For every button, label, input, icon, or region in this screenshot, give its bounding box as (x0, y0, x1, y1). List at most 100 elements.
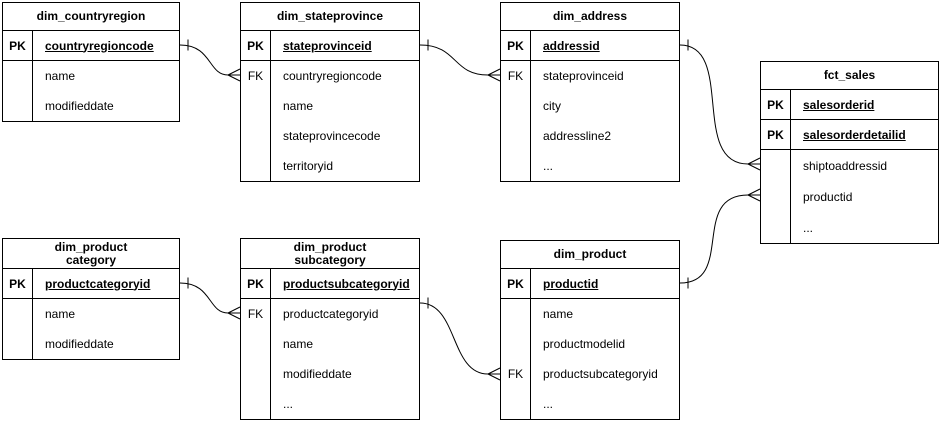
key-label (241, 91, 271, 121)
field-name: productsubcategoryid (283, 276, 410, 291)
entity-row[interactable]: FK productsubcategoryid (501, 359, 679, 389)
entity-table-dim-address[interactable]: dim_address PK addressid FK stateprovinc… (500, 2, 680, 182)
field-name: name (45, 307, 76, 321)
key-label: PK (761, 90, 791, 119)
entity-title: dim_address (501, 3, 679, 31)
entity-row[interactable]: PK productid (501, 269, 679, 299)
relationship-countryregion-stateprovince[interactable] (179, 39, 241, 82)
field-name: stateprovincecode (283, 129, 381, 143)
entity-table-dim-countryregion[interactable]: dim_countryregion PK countryregioncode n… (2, 2, 180, 122)
field-name: productmodelid (543, 337, 626, 351)
cardinality-crows-foot (487, 68, 501, 82)
relationship-line[interactable] (179, 282, 229, 314)
entity-row[interactable]: productmodelid (501, 329, 679, 359)
key-label (3, 299, 33, 329)
relationship-product-fctsales[interactable] (679, 188, 761, 289)
key-label (241, 151, 271, 181)
entity-row[interactable]: modifieddate (241, 359, 419, 389)
relationship-line[interactable] (679, 194, 749, 284)
key-label: PK (241, 31, 271, 60)
field-name: name (45, 69, 76, 83)
entity-row[interactable]: PK countryregioncode (3, 31, 179, 61)
key-label: FK (501, 61, 531, 91)
field-name: salesorderdetailid (803, 127, 906, 142)
entity-table-dim-product[interactable]: dim_product PK productid name productmod… (500, 240, 680, 420)
key-label: PK (501, 31, 531, 60)
relationship-line[interactable] (179, 44, 229, 76)
key-label: FK (501, 359, 531, 389)
field-name: countryregioncode (283, 69, 382, 83)
key-label (501, 121, 531, 151)
entity-table-fct-sales[interactable]: fct_sales PK salesorderid PK salesorderd… (760, 61, 939, 244)
relationship-stateprovince-address[interactable] (419, 39, 501, 82)
entity-row[interactable]: PK addressid (501, 31, 679, 61)
key-label (501, 329, 531, 359)
cardinality-crows-foot (747, 188, 761, 202)
entity-row[interactable]: name (501, 299, 679, 329)
entity-row[interactable]: PK stateprovinceid (241, 31, 419, 61)
key-label (501, 299, 531, 329)
field-name: productid (543, 276, 599, 291)
field-name: shiptoaddressid (803, 158, 888, 173)
entity-row[interactable]: PK salesorderdetailid (761, 120, 938, 150)
entity-row[interactable]: ... (501, 389, 679, 419)
field-name: productid (803, 189, 853, 204)
entity-table-dim-product-category[interactable]: dim_product category PK productcategoryi… (2, 238, 180, 360)
relationship-line[interactable] (679, 44, 749, 165)
field-name: modifieddate (45, 337, 114, 351)
entity-row[interactable]: addressline2 (501, 121, 679, 151)
key-label (761, 181, 791, 212)
entity-table-dim-product-subcategory[interactable]: dim_product subcategory PK productsubcat… (240, 238, 420, 420)
entity-row[interactable]: name (3, 299, 179, 329)
relationship-address-fctsales[interactable] (679, 39, 761, 171)
entity-row[interactable]: FK stateprovinceid (501, 61, 679, 91)
entity-row[interactable]: modifieddate (3, 91, 179, 121)
entity-row[interactable]: PK productsubcategoryid (241, 269, 419, 299)
key-label (501, 151, 531, 181)
entity-row[interactable]: PK productcategoryid (3, 269, 179, 299)
field-name: name (283, 99, 314, 113)
entity-row[interactable]: name (241, 91, 419, 121)
entity-row[interactable]: ... (241, 389, 419, 419)
key-label: PK (3, 269, 33, 298)
field-name: ... (803, 220, 814, 235)
entity-row[interactable]: modifieddate (3, 329, 179, 359)
entity-row[interactable]: ... (761, 212, 938, 243)
key-label: PK (761, 120, 791, 149)
relationship-line[interactable] (419, 302, 489, 375)
key-label: PK (3, 31, 33, 60)
entity-row[interactable]: shiptoaddressid (761, 150, 938, 181)
cardinality-crows-foot (747, 157, 761, 171)
entity-row[interactable]: FK productcategoryid (241, 299, 419, 329)
key-label: FK (241, 299, 271, 329)
entity-row[interactable]: ... (501, 151, 679, 181)
key-label (241, 389, 271, 419)
entity-row[interactable]: city (501, 91, 679, 121)
entity-row[interactable]: stateprovincecode (241, 121, 419, 151)
field-name: salesorderid (803, 97, 875, 112)
relationship-productcategory-productsubcategory[interactable] (179, 277, 241, 320)
key-label (501, 389, 531, 419)
cardinality-crows-foot (227, 68, 241, 82)
entity-title: dim_product subcategory (241, 239, 419, 269)
relationship-productsubcategory-product[interactable] (419, 297, 501, 381)
entity-row[interactable]: FK countryregioncode (241, 61, 419, 91)
entity-row[interactable]: name (3, 61, 179, 91)
key-label (241, 359, 271, 389)
entity-title: dim_stateprovince (241, 3, 419, 31)
entity-table-dim-stateprovince[interactable]: dim_stateprovince PK stateprovinceid FK … (240, 2, 420, 182)
entity-row[interactable]: territoryid (241, 151, 419, 181)
relationship-line[interactable] (419, 44, 489, 76)
field-name: productcategoryid (45, 276, 151, 291)
field-name: productsubcategoryid (543, 367, 658, 381)
cardinality-crows-foot (487, 367, 501, 381)
field-name: addressline2 (543, 129, 612, 143)
key-label (3, 329, 33, 359)
key-label: FK (241, 61, 271, 91)
entity-row[interactable]: PK salesorderid (761, 90, 938, 120)
entity-row[interactable]: productid (761, 181, 938, 212)
entity-title: dim_product (501, 241, 679, 269)
entity-row[interactable]: name (241, 329, 419, 359)
